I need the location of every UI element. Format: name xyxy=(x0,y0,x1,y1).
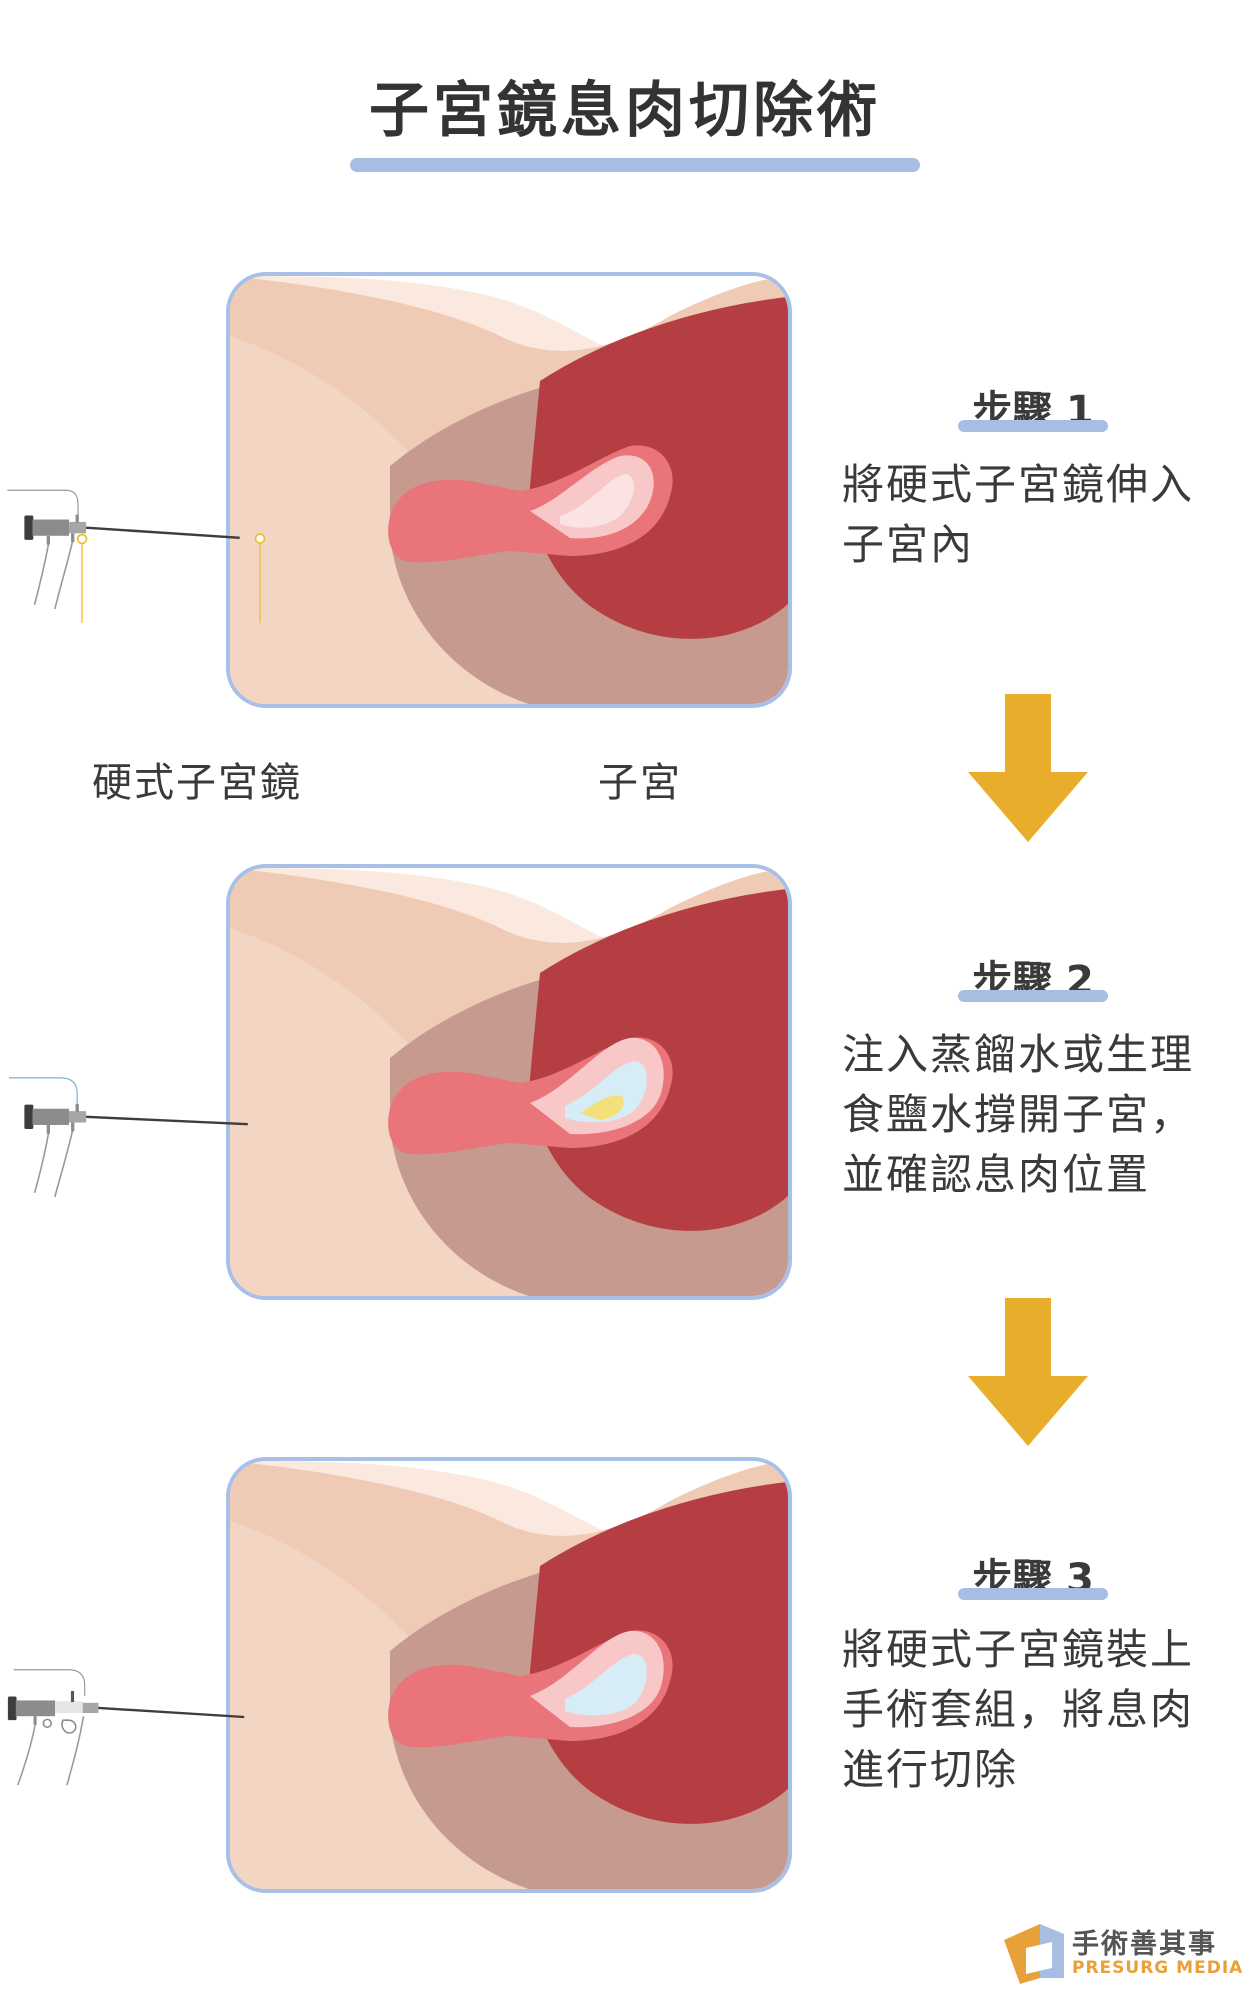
brand-name-en: PRESURG MEDIA xyxy=(1072,1958,1244,1978)
down-arrow-icon xyxy=(968,694,1088,842)
step2-illustration xyxy=(226,864,792,1300)
title-underline xyxy=(350,158,920,172)
step2-underline xyxy=(958,990,1108,1002)
step3-illustration xyxy=(226,1457,792,1893)
hysteroscope-3 xyxy=(7,1669,245,1786)
step1-underline xyxy=(958,420,1108,432)
hysteroscope-2 xyxy=(8,1077,248,1198)
down-arrow-icon xyxy=(968,1298,1088,1446)
brand-name-cn: 手術善其事 xyxy=(1072,1929,1217,1960)
page-title: 子宮鏡息肉切除術 xyxy=(369,76,881,146)
step1-description: 將硬式子宮鏡伸入子宮內 xyxy=(842,460,1195,569)
label-rigid-hysteroscope: 硬式子宮鏡 xyxy=(92,760,302,806)
hysteroscope-1 xyxy=(7,489,266,624)
label-uterus: 子宮 xyxy=(598,760,682,806)
step1-illustration xyxy=(226,272,792,708)
step3-underline xyxy=(958,1588,1108,1600)
step2-description: 注入蒸餾水或生理食鹽水撐開子宮，並確認息肉位置 xyxy=(842,1030,1195,1199)
step3-description: 將硬式子宮鏡裝上手術套組，將息肉進行切除 xyxy=(842,1625,1195,1794)
presurg-logo-icon xyxy=(1004,1924,1064,1984)
